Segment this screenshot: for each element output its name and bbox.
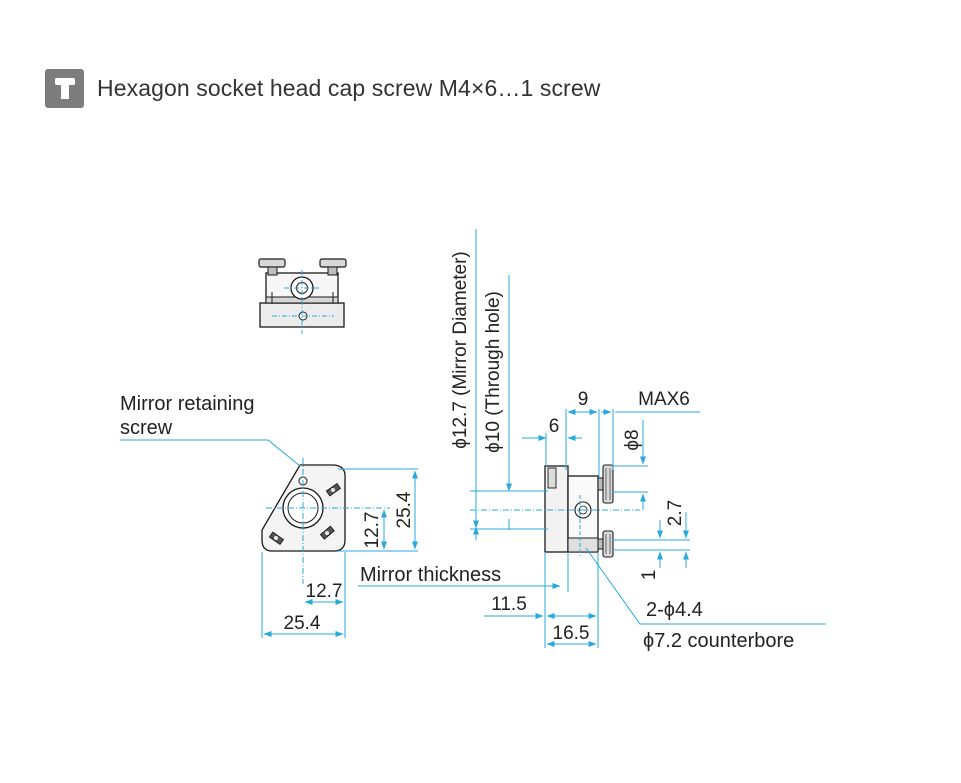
- dim-front-center-width: 12.7: [306, 581, 343, 602]
- dim-through-hole: ϕ10 (Through hole): [483, 291, 504, 453]
- hex-socket-screw-icon: [45, 68, 84, 108]
- dim-front-width: 25.4: [284, 613, 321, 634]
- top-view: [258, 258, 347, 334]
- dim-9: 9: [578, 389, 589, 410]
- label-mirror-retaining-screw-line2: screw: [120, 417, 173, 439]
- dim-6: 6: [549, 416, 560, 437]
- dim-counterbore: ϕ7.2 counterbore: [643, 630, 794, 652]
- dim-front-center-height: 12.7: [362, 512, 383, 549]
- dim-phi8: ϕ8: [622, 429, 643, 450]
- label-mirror-retaining-screw-line1: Mirror retaining: [120, 393, 254, 415]
- dim-front-height: 25.4: [394, 491, 415, 528]
- dim-max6: MAX6: [638, 389, 690, 410]
- page-title: Hexagon socket head cap screw M4×6…1 scr…: [97, 74, 601, 101]
- label-mirror-thickness: Mirror thickness: [360, 564, 501, 586]
- header: Hexagon socket head cap screw M4×6…1 scr…: [45, 68, 600, 108]
- dim-mirror-diameter: ϕ12.7 (Mirror Diameter): [450, 251, 471, 449]
- dim-2-7: 2.7: [665, 500, 686, 526]
- dim-11-5: 11.5: [491, 594, 527, 615]
- side-view: [358, 229, 826, 648]
- dim-1: 1: [639, 570, 660, 581]
- dim-holes: 2-ϕ4.4: [646, 599, 703, 621]
- dim-16-5: 16.5: [553, 623, 590, 644]
- front-view: [120, 439, 418, 638]
